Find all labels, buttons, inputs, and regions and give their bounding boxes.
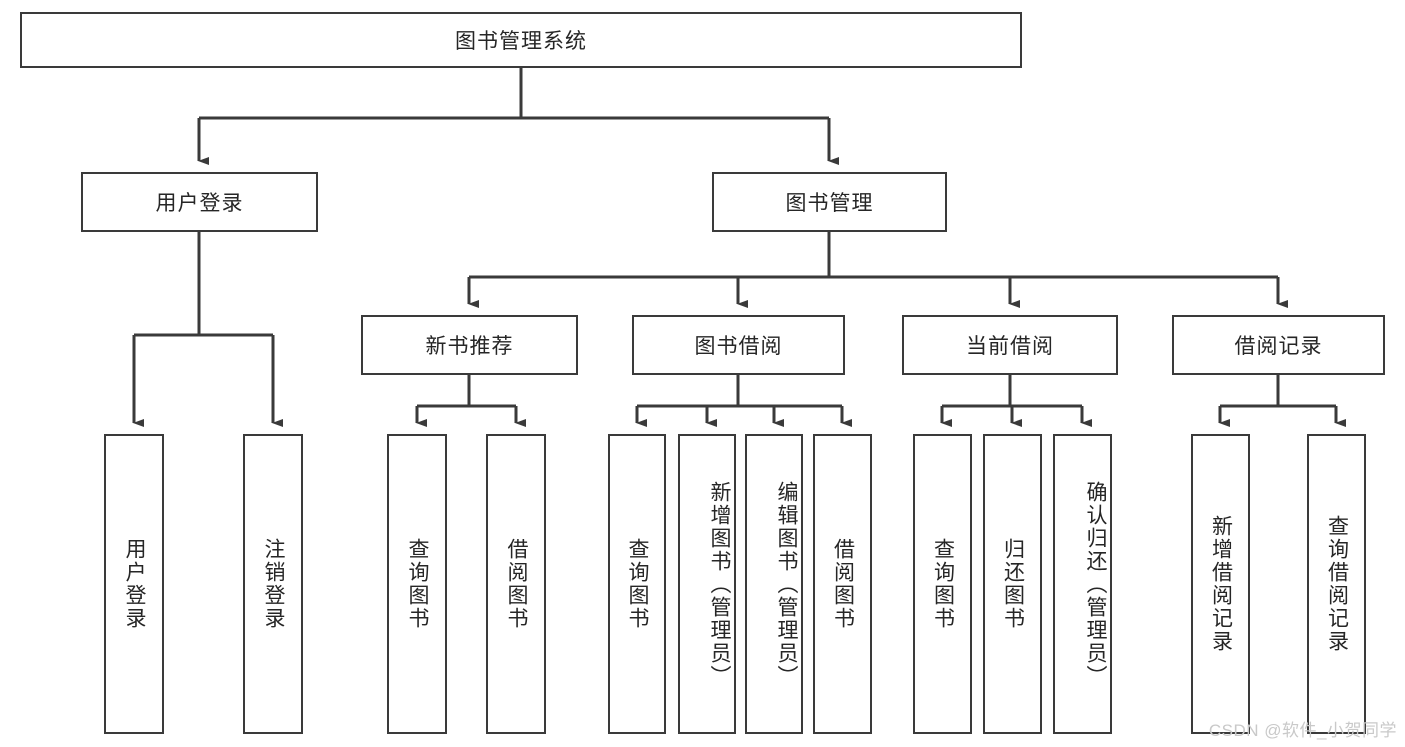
node-label: 借阅图书: [831, 538, 855, 630]
node-label: 查询图书: [626, 538, 649, 630]
node-leaf-add-borrow-record[interactable]: 新增借阅记录: [1191, 434, 1250, 734]
node-user-login[interactable]: 用户登录: [81, 172, 318, 232]
node-leaf-query-book-2[interactable]: 查询图书: [608, 434, 666, 734]
node-label: 借阅图书: [505, 538, 528, 630]
node-leaf-borrow-book-1[interactable]: 借阅图书: [486, 434, 546, 734]
node-leaf-edit-book-admin[interactable]: 编辑图书（管理员）: [745, 434, 803, 734]
node-label: 新增借阅记录: [1209, 515, 1233, 653]
node-label: 新书推荐: [425, 335, 514, 358]
node-label: 注销登录: [262, 538, 285, 630]
node-label: 确认归还（管理员）: [1084, 480, 1107, 688]
node-label: 图书借阅: [694, 335, 783, 358]
node-label: 归还图书: [1001, 538, 1025, 630]
node-leaf-query-book-3[interactable]: 查询图书: [913, 434, 972, 734]
node-label: 图书管理系统: [455, 30, 587, 53]
node-leaf-add-book-admin[interactable]: 新增图书（管理员）: [678, 434, 736, 734]
node-book-manage[interactable]: 图书管理: [712, 172, 947, 232]
node-borrow-record[interactable]: 借阅记录: [1172, 315, 1385, 375]
node-leaf-borrow-book-2[interactable]: 借阅图书: [813, 434, 872, 734]
node-leaf-logout[interactable]: 注销登录: [243, 434, 303, 734]
node-leaf-user-login[interactable]: 用户登录: [104, 434, 164, 734]
node-label: 用户登录: [123, 538, 146, 630]
node-label: 查询图书: [931, 538, 955, 630]
node-label: 用户登录: [155, 192, 244, 215]
node-new-book-recommend[interactable]: 新书推荐: [361, 315, 578, 375]
node-label: 新增图书（管理员）: [708, 480, 731, 688]
node-leaf-confirm-return-admin[interactable]: 确认归还（管理员）: [1053, 434, 1112, 734]
node-label: 图书管理: [785, 192, 874, 215]
node-label: 借阅记录: [1234, 335, 1323, 358]
node-label: 查询借阅记录: [1325, 515, 1349, 653]
node-label: 编辑图书（管理员）: [775, 480, 798, 688]
csdn-watermark: CSDN @软件_小贺同学: [1208, 721, 1397, 740]
node-current-borrow[interactable]: 当前借阅: [902, 315, 1118, 375]
node-root-system[interactable]: 图书管理系统: [20, 12, 1022, 68]
node-leaf-query-book-1[interactable]: 查询图书: [387, 434, 447, 734]
node-leaf-return-book[interactable]: 归还图书: [983, 434, 1042, 734]
node-label: 查询图书: [406, 538, 429, 630]
node-book-borrow[interactable]: 图书借阅: [632, 315, 845, 375]
node-label: 当前借阅: [966, 335, 1054, 358]
node-leaf-query-borrow-record[interactable]: 查询借阅记录: [1307, 434, 1366, 734]
